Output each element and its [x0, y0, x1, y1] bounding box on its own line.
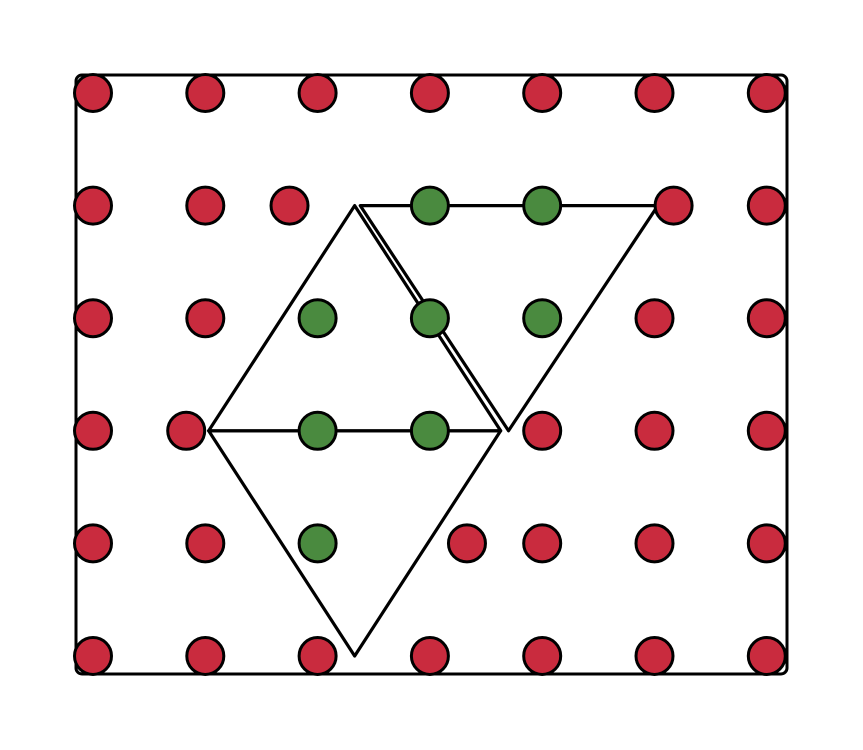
dot-outside — [522, 410, 563, 451]
dot-inside — [409, 185, 450, 226]
dot-outside — [746, 636, 787, 676]
dot-outside — [634, 298, 675, 339]
dot-inside — [297, 410, 338, 451]
triangle-lower — [207, 429, 503, 658]
dot-outside — [297, 636, 338, 676]
dots-group — [73, 73, 787, 676]
dot-inside — [409, 298, 450, 339]
dot-outside — [522, 73, 563, 113]
dot-inside — [297, 523, 338, 564]
dot-inside — [522, 298, 563, 339]
dot-outside — [73, 298, 113, 339]
dot-outside — [185, 523, 226, 564]
dot-outside — [746, 410, 787, 451]
dot-outside — [653, 185, 694, 226]
dot-outside — [185, 73, 226, 113]
dot-outside — [522, 523, 563, 564]
dot-outside — [634, 636, 675, 676]
dot-outside — [446, 523, 487, 564]
dot-inside — [522, 185, 563, 226]
dot-inside — [409, 410, 450, 451]
dot-outside — [297, 73, 338, 113]
dot-outside — [746, 73, 787, 113]
dot-outside — [634, 410, 675, 451]
dot-outside — [634, 523, 675, 564]
dot-outside — [185, 298, 226, 339]
dot-outside — [746, 523, 787, 564]
dot-outside — [634, 73, 675, 113]
dot-outside — [73, 410, 113, 451]
dot-outside — [746, 185, 787, 226]
dot-outside — [409, 73, 450, 113]
dot-outside — [746, 298, 787, 339]
dot-outside — [185, 185, 226, 226]
dot-outside — [185, 636, 226, 676]
dot-outside — [166, 410, 207, 451]
dot-inside — [297, 298, 338, 339]
dot-outside — [522, 636, 563, 676]
dot-outside — [73, 185, 113, 226]
dot-outside — [409, 636, 450, 676]
dot-outside — [73, 636, 113, 676]
dot-outside — [269, 185, 310, 226]
dot-outside — [73, 73, 113, 113]
dot-outside — [73, 523, 113, 564]
